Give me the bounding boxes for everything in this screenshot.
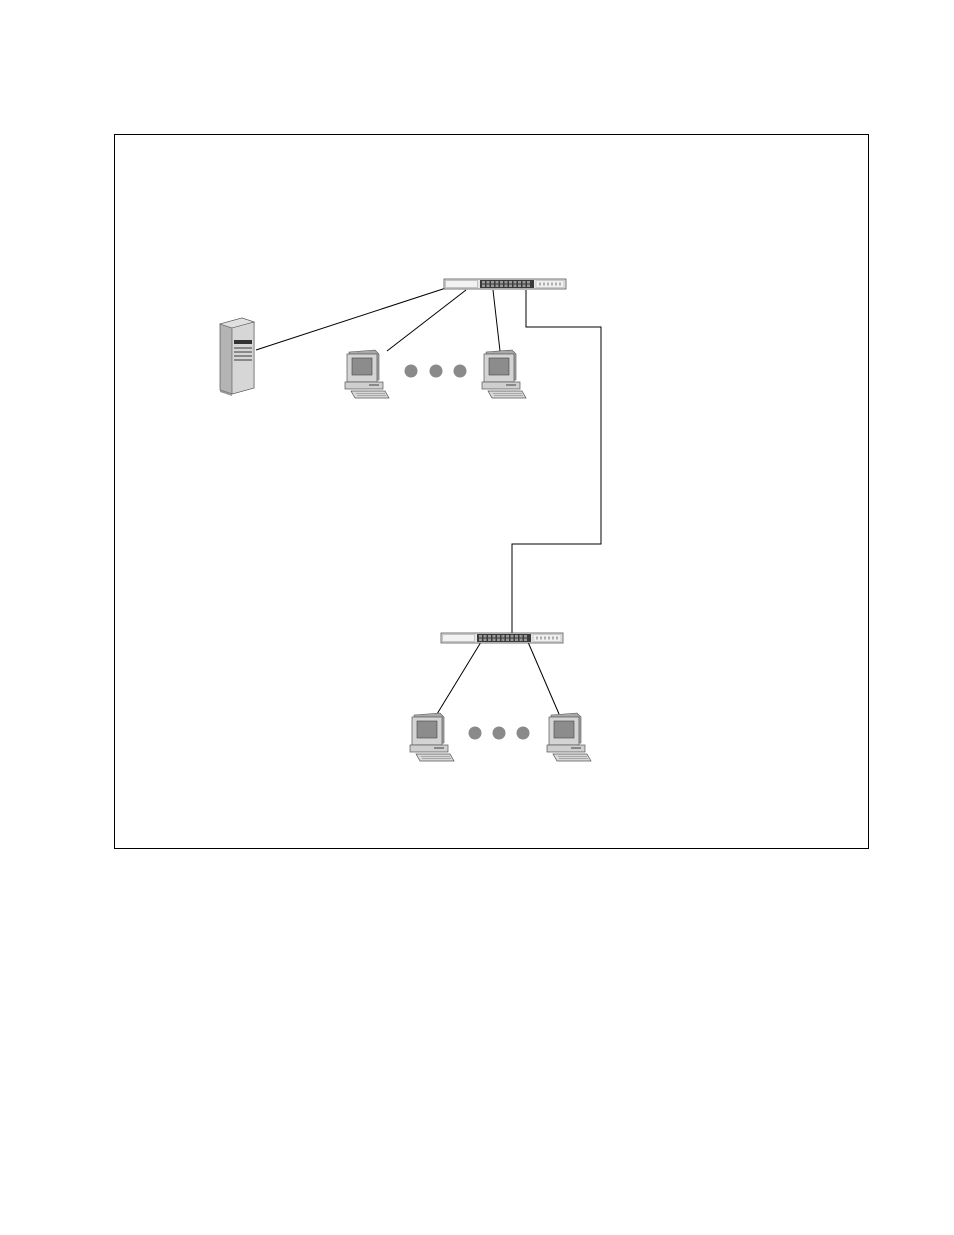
link-server-switch-top	[256, 288, 446, 350]
switch-top-icon	[444, 279, 566, 289]
tower-server-icon	[220, 318, 254, 396]
ellipsis-dots-top	[405, 365, 467, 378]
desktop-computer-icon	[547, 713, 591, 761]
desktop-computer-icon	[345, 350, 389, 398]
link-switch-top-switch-bottom	[512, 290, 601, 637]
link-pc-bottom-right-switch-bottom	[528, 642, 559, 714]
link-pc-bottom-left-switch-bottom	[437, 642, 481, 714]
ellipsis-dots-bottom	[469, 727, 530, 740]
desktop-computer-icon	[410, 713, 454, 761]
switch-bottom-icon	[441, 633, 563, 643]
desktop-computer-icon	[482, 350, 526, 398]
link-pc-top-left-switch-top	[387, 290, 466, 351]
link-pc-top-right-switch-top	[493, 290, 500, 351]
